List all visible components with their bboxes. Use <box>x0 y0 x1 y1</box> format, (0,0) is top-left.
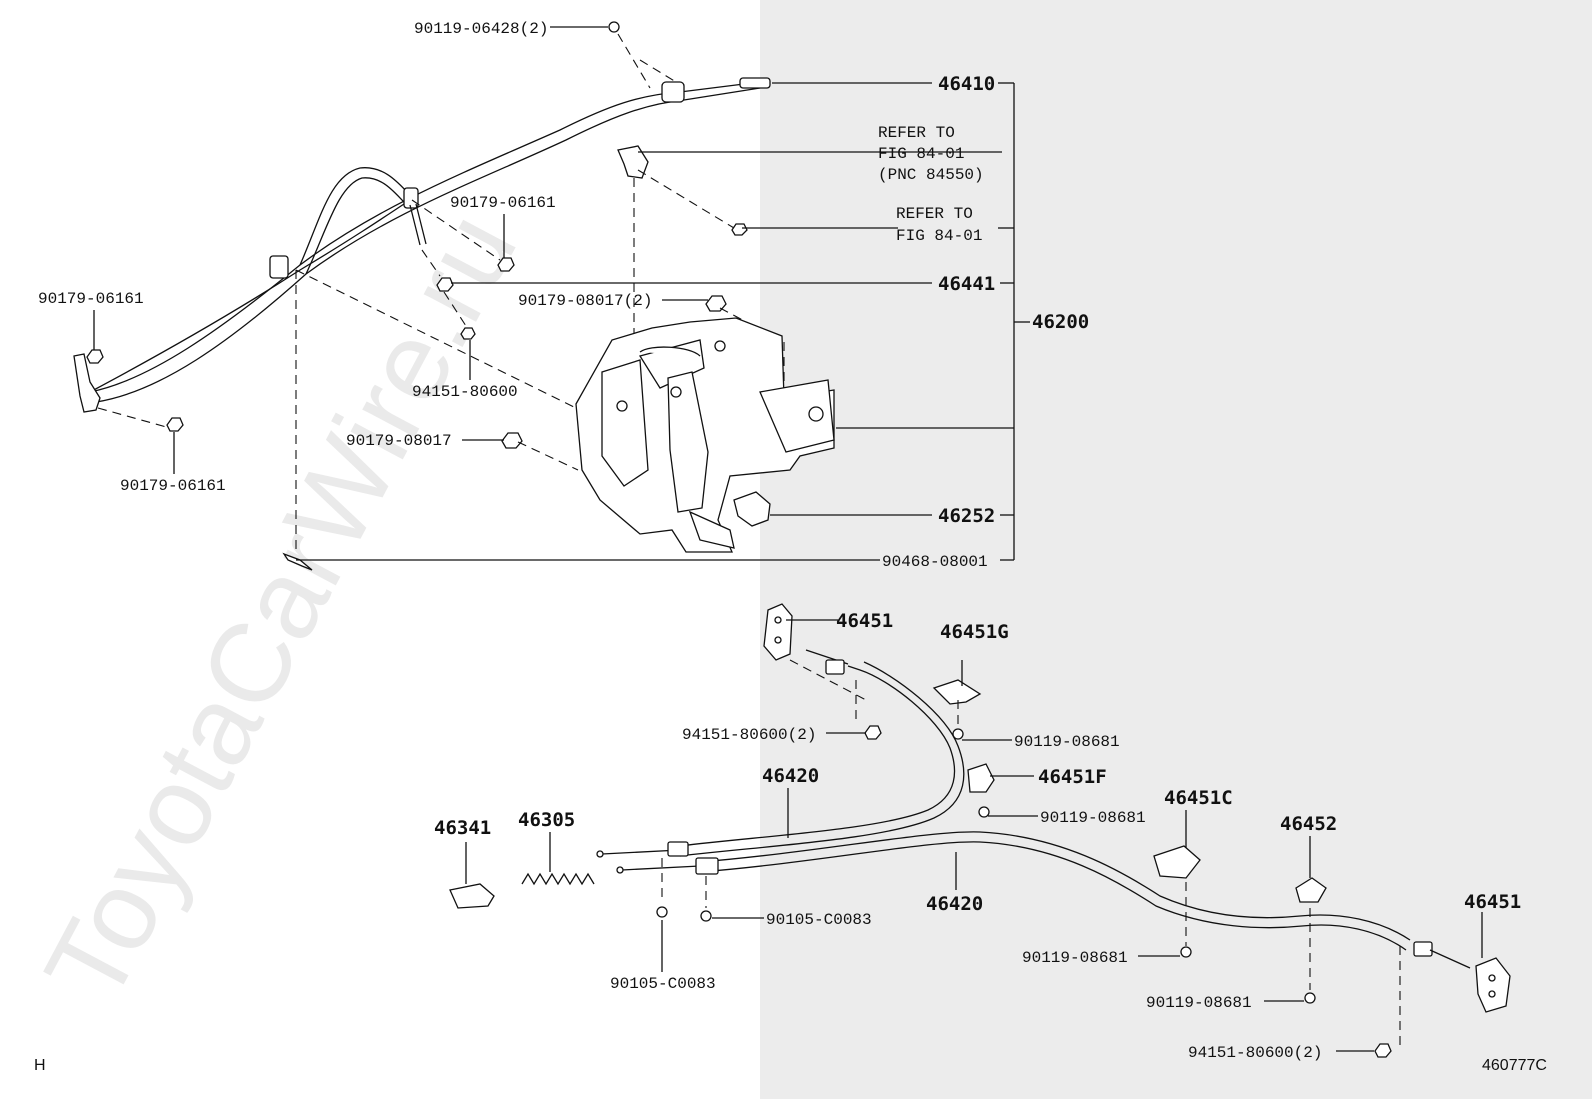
refer-note-2-line1: REFER TO <box>896 205 973 223</box>
pedal-pad-46252 <box>733 491 771 527</box>
footer-left-code: H <box>34 1057 46 1074</box>
nut-90179-06161-c <box>166 417 184 432</box>
label-46451F: 46451F <box>1038 766 1107 788</box>
bolt-90119-08681-d <box>1304 992 1316 1004</box>
refer-bracket <box>617 145 649 179</box>
clip-46451G <box>932 679 982 705</box>
label-94151-80600-2b: 94151-80600(2) <box>1188 1044 1322 1062</box>
label-90179-06161-a: 90179-06161 <box>450 194 556 212</box>
label-90105-C0083-a: 90105-C0083 <box>766 911 872 929</box>
bolt-90119-08681-c <box>1180 946 1192 958</box>
refer-note-1-line1: REFER TO <box>878 124 955 142</box>
nut-94151-80600-2b <box>1374 1043 1392 1058</box>
cable-grommet <box>269 255 289 279</box>
grommet-46441 <box>436 277 454 292</box>
cable-end-46410 <box>739 77 771 89</box>
label-90119-08681-b: 90119-08681 <box>1040 809 1146 827</box>
label-90179-08017: 90179-08017 <box>346 432 452 450</box>
parking-brake-pedal-assembly-46200 <box>575 317 835 553</box>
figure-code: 460777C <box>1482 1057 1547 1074</box>
label-46252: 46252 <box>938 505 995 527</box>
clip-46452 <box>1295 877 1327 903</box>
label-46452: 46452 <box>1280 813 1337 835</box>
bracket-46451-right <box>1475 957 1511 1013</box>
nut-90179-06161-b <box>86 349 104 364</box>
nut-90179-08017 <box>501 432 523 449</box>
label-90119-08681-d: 90119-08681 <box>1146 994 1252 1012</box>
nut-90179-08017-2 <box>705 295 727 312</box>
bolt-90119-08681-b <box>978 806 990 818</box>
label-90179-08017-2: 90179-08017(2) <box>518 292 652 310</box>
bolt-90105-C0083-a <box>700 910 712 922</box>
label-46420-top: 46420 <box>762 765 819 787</box>
nut-94151-80600-2a <box>864 725 882 740</box>
label-90119-06428: 90119-06428(2) <box>414 20 548 38</box>
nut-90179-06161-a <box>497 257 515 272</box>
refer-note-1-line2: FIG 84-01 <box>878 145 964 163</box>
label-46410: 46410 <box>938 73 995 95</box>
cable-clamp <box>661 81 685 103</box>
cable-bracket-left <box>73 353 101 413</box>
rear-cable-46420-left <box>679 665 956 847</box>
label-46305: 46305 <box>518 809 575 831</box>
clip-90468-08001 <box>282 552 313 571</box>
label-90179-06161-c: 90179-06161 <box>120 477 226 495</box>
label-46200: 46200 <box>1032 311 1089 333</box>
rear-cable-46420-right <box>699 831 1411 941</box>
label-46451-right: 46451 <box>1464 891 1521 913</box>
bolt-90105-C0083-b <box>656 906 668 918</box>
label-90119-08681-a: 90119-08681 <box>1014 733 1120 751</box>
label-46451G: 46451G <box>940 621 1009 643</box>
refer-note-2-line2: FIG 84-01 <box>896 227 982 245</box>
label-90119-08681-c: 90119-08681 <box>1022 949 1128 967</box>
label-90468-08001: 90468-08001 <box>882 553 988 571</box>
label-46451C: 46451C <box>1164 787 1233 809</box>
label-46441: 46441 <box>938 273 995 295</box>
clip-46451F <box>967 763 995 793</box>
bolt-icon <box>608 21 620 33</box>
refer-note-1-line3: (PNC 84550) <box>878 166 984 184</box>
bolt-refer-fig <box>731 223 748 236</box>
label-94151-80600: 94151-80600 <box>412 383 518 401</box>
clip-46451C <box>1153 845 1201 879</box>
spring-46305 <box>521 872 595 886</box>
label-46341: 46341 <box>434 817 491 839</box>
bracket-46451-top <box>763 603 793 661</box>
label-94151-80600-2a: 94151-80600(2) <box>682 726 816 744</box>
label-90105-C0083-b: 90105-C0083 <box>610 975 716 993</box>
nut-94151-80600 <box>460 327 476 340</box>
shaded-panel <box>760 0 1592 1099</box>
label-90179-06161-b: 90179-06161 <box>38 290 144 308</box>
label-46420-bottom: 46420 <box>926 893 983 915</box>
retainer-46341 <box>449 883 495 909</box>
bolt-90119-08681-a <box>952 728 964 740</box>
label-46451-top: 46451 <box>836 610 893 632</box>
